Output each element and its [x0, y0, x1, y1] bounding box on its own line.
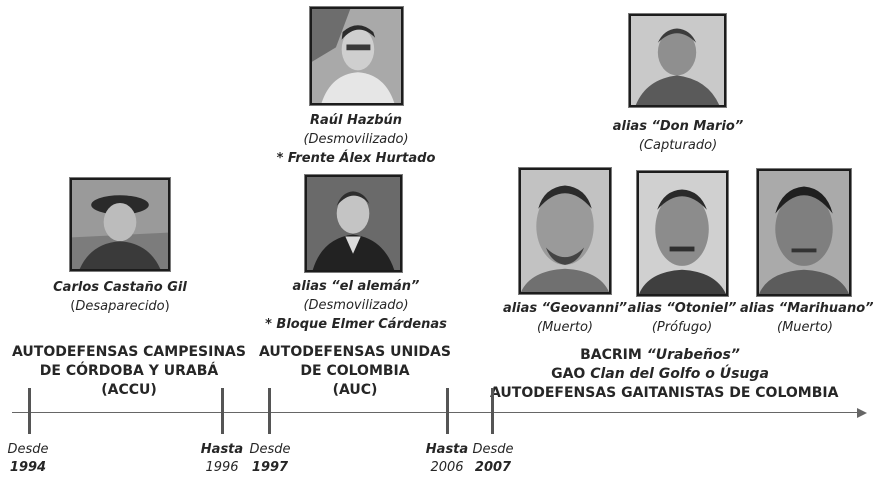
org-agc: BACRIM “Urabeños” GAO Clan del Golfo o Ú…: [490, 346, 839, 403]
person-name-alias-otoniel: alias “Otoniel”: [627, 301, 737, 316]
org-agc-line1: BACRIM “Urabeños”: [490, 346, 830, 365]
photo-alias-el-aleman: [304, 174, 403, 273]
date-year: 1994: [9, 460, 47, 475]
org-accu: AUTODEFENSAS CAMPESINAS DE CÓRDOBA Y URA…: [4, 343, 254, 400]
org-auc-line1: AUTODEFENSAS UNIDAS: [259, 344, 451, 360]
org-agc-line2-italic: Clan del Golfo o Úsuga: [590, 366, 769, 382]
photo-alias-don-mario: [628, 13, 727, 108]
portrait-icon: [631, 16, 724, 105]
date-year: 1997: [251, 460, 289, 475]
photo-raul-hazbun: [309, 6, 404, 106]
person-status-alias-marihuano: (Muerto): [777, 320, 833, 335]
status-word: Desaparecido: [75, 299, 165, 314]
photo-carlos-castano: [69, 177, 171, 272]
photo-alias-marihuano: [756, 168, 852, 297]
portrait-icon: [759, 171, 849, 294]
status-close-paren: ): [164, 299, 170, 314]
tick-1994: [28, 388, 31, 434]
portrait-icon: [72, 180, 168, 269]
org-agc-line1-prefix: BACRIM: [580, 347, 647, 363]
person-status-alias-don-mario: (Capturado): [638, 138, 718, 153]
portrait-icon: [521, 170, 609, 292]
tick-1996: [221, 388, 224, 434]
org-agc-line3: AUTODEFENSAS GAITANISTAS DE COLOMBIA: [490, 385, 839, 401]
org-auc-line3: (AUC): [332, 382, 378, 398]
person-name-alias-marihuano: alias “Marihuano”: [740, 301, 874, 316]
date-label-desde-1994: Desde 1994: [0, 441, 56, 477]
date-word: Desde: [7, 442, 49, 457]
person-name-raul-hazbun: Raúl Hazbún: [309, 113, 403, 128]
person-status-raul-hazbun: (Desmovilizado): [303, 132, 409, 147]
person-note-raul-hazbun: * Frente Álex Hurtado: [276, 151, 436, 166]
date-year: 2007: [474, 460, 512, 475]
portrait-icon: [639, 173, 726, 294]
person-status-carlos-castano: (Desaparecido): [20, 298, 220, 316]
person-status-alias-el-aleman: (Desmovilizado): [303, 298, 409, 313]
person-name-alias-geovanni: alias “Geovanni”: [502, 301, 628, 316]
org-auc-line2: DE COLOMBIA: [300, 363, 410, 379]
tick-1997: [268, 388, 271, 434]
photo-alias-otoniel: [636, 170, 729, 297]
tick-2007: [491, 388, 494, 434]
date-year: 2006: [430, 460, 464, 475]
status-open-paren: (: [70, 299, 76, 314]
date-word: Hasta: [425, 442, 469, 457]
org-accu-line1: AUTODEFENSAS CAMPESINAS: [12, 344, 246, 360]
portrait-icon: [307, 177, 400, 270]
person-name-alias-don-mario: alias “Don Mario”: [612, 119, 744, 134]
portrait-icon: [312, 9, 401, 103]
org-agc-line2-prefix: GAO: [551, 366, 591, 382]
org-agc-line1-italic: “Urabeños”: [646, 347, 740, 363]
date-label-hasta-2006: Hasta 2006: [419, 441, 475, 477]
person-name-alias-el-aleman: alias “el alemán”: [292, 279, 420, 294]
date-label-hasta-1996: Hasta 1996: [194, 441, 250, 477]
person-status-alias-otoniel: (Prófugo): [651, 320, 713, 335]
date-word: Hasta: [200, 442, 244, 457]
timeline-arrow-icon: [857, 408, 867, 418]
person-name-carlos-castano: Carlos Castaño Gil: [53, 280, 187, 295]
photo-alias-geovanni: [518, 167, 612, 295]
org-agc-line2: GAO Clan del Golfo o Úsuga: [490, 365, 830, 384]
tick-2006: [446, 388, 449, 434]
date-label-desde-2007: Desde 2007: [465, 441, 521, 477]
org-accu-line2: DE CÓRDOBA Y URABÁ: [39, 363, 219, 379]
org-auc: AUTODEFENSAS UNIDAS DE COLOMBIA (AUC): [250, 343, 460, 400]
timeline-axis: [12, 412, 860, 413]
org-accu-line3: (ACCU): [101, 382, 157, 398]
person-note-alias-el-aleman: * Bloque Elmer Cárdenas: [265, 317, 447, 332]
date-word: Desde: [472, 442, 514, 457]
date-year: 1996: [205, 460, 239, 475]
date-word: Desde: [249, 442, 291, 457]
date-label-desde-1997: Desde 1997: [242, 441, 298, 477]
person-status-alias-geovanni: (Muerto): [537, 320, 593, 335]
